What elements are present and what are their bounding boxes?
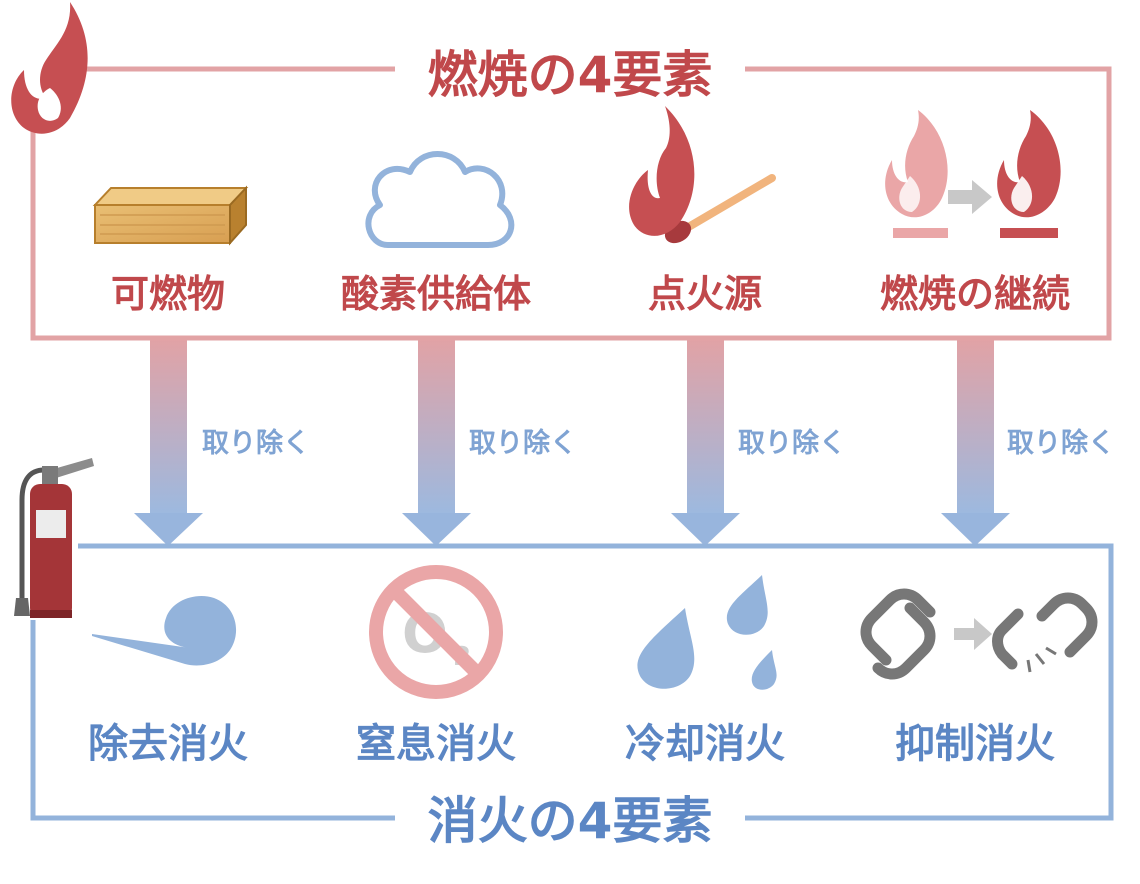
extinguishing-method-label: 抑制消火 (895, 721, 1055, 767)
extinguishing-method-label: 窒息消火 (356, 721, 516, 767)
combustion-element-label: 可燃物 (111, 272, 225, 316)
combustion-element-label: 酸素供給体 (341, 272, 531, 316)
flame-continuation-icon (885, 110, 1061, 238)
arrow-3 (671, 338, 740, 546)
arrow-2 (402, 338, 471, 546)
arrow-label: 取り除く (469, 427, 577, 459)
combustion-title: 燃焼の4要素 (428, 46, 713, 104)
extinguishing-box (30, 543, 1114, 821)
arrow-label: 取り除く (1007, 427, 1115, 459)
fire-extinguisher-icon (14, 458, 94, 618)
arrow-label: 取り除く (202, 427, 310, 459)
combustion-element-label: 点火源 (648, 272, 762, 316)
extinguishing-method-label: 除去消火 (88, 721, 248, 767)
water-drops-icon (637, 575, 777, 690)
flame-logo-icon (11, 2, 88, 134)
combustion-box (30, 66, 1112, 341)
extinguishing-title: 消火の4要素 (428, 792, 713, 850)
combustion-element-label: 燃焼の継続 (880, 272, 1070, 316)
match-flame-icon (629, 106, 776, 244)
arrow-4 (941, 338, 1010, 546)
wood-block-icon (92, 185, 249, 246)
extinguishing-method-label: 冷却消火 (625, 721, 785, 767)
wind-gust-icon (92, 596, 237, 666)
cloud-icon (365, 151, 515, 248)
arrow-label: 取り除く (738, 427, 846, 459)
arrow-1 (134, 338, 203, 546)
no-oxygen-icon: O 2 (369, 565, 503, 699)
broken-chain-icon (860, 588, 1098, 680)
